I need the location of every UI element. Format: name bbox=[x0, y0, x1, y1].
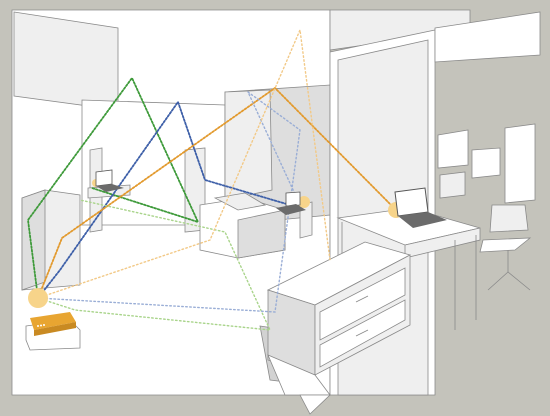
right-upper-wall bbox=[434, 11, 541, 63]
router-signal-glow bbox=[28, 288, 48, 308]
router-front bbox=[34, 322, 76, 336]
laptop-left bbox=[92, 169, 124, 192]
drawer-top bbox=[319, 267, 406, 341]
signal-path-light-orange bbox=[37, 27, 331, 299]
wall-shelves bbox=[437, 123, 536, 204]
signal-path-light-blue bbox=[37, 89, 301, 313]
dresser bbox=[259, 241, 412, 415]
floor-triangle bbox=[299, 394, 332, 415]
wifi-router-icon bbox=[25, 288, 81, 351]
sofa bbox=[213, 192, 267, 211]
drawer-bottom bbox=[319, 299, 406, 368]
left-cabinet bbox=[21, 189, 81, 291]
office-chair bbox=[489, 204, 529, 233]
laptop-center bbox=[276, 191, 310, 215]
laptop-icon bbox=[92, 169, 447, 228]
signal-paths bbox=[27, 27, 397, 331]
signal-path-green bbox=[27, 76, 200, 299]
signal-path-blue bbox=[37, 100, 291, 299]
laptop-right bbox=[388, 187, 447, 228]
back-room-furniture bbox=[87, 147, 313, 259]
signal-path-light-green bbox=[37, 199, 272, 331]
right-desk bbox=[336, 204, 532, 330]
signal-path-orange bbox=[37, 86, 397, 299]
upper-left-panel bbox=[13, 11, 119, 111]
